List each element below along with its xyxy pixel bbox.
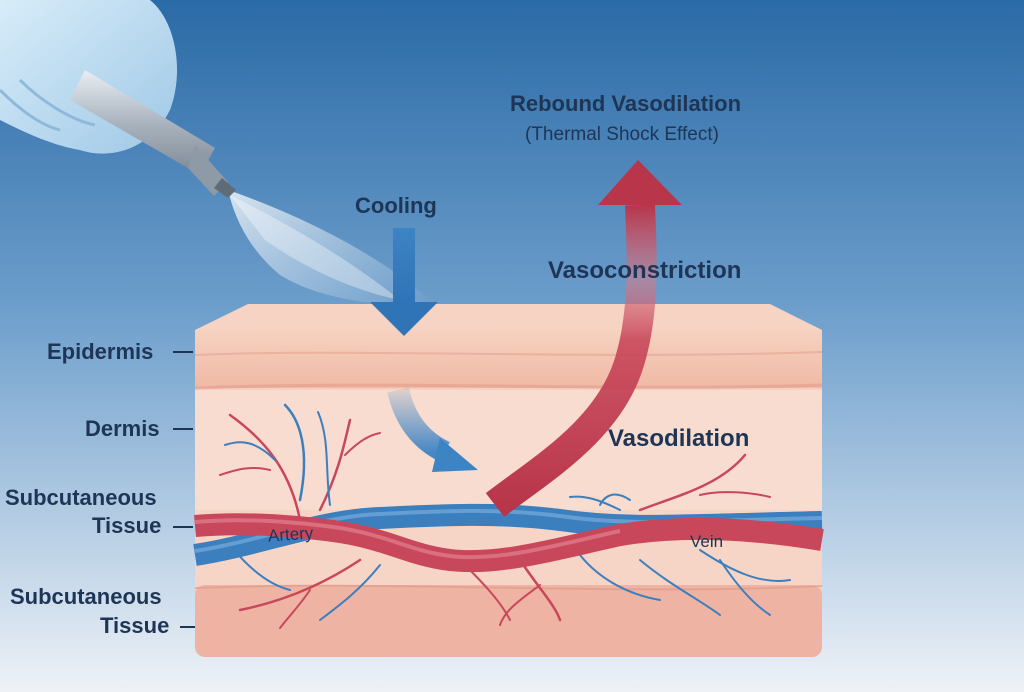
cooling-arrow-shaft	[393, 228, 415, 304]
subcutaneous-label-1-line2: Tissue	[92, 513, 162, 538]
epidermis-label: Epidermis	[47, 339, 154, 364]
epidermis-layer	[195, 330, 822, 388]
cooling-mist-inner	[230, 195, 400, 300]
cooling-label: Cooling	[355, 193, 437, 218]
deep-layer	[195, 585, 822, 657]
spray-can-icon	[70, 70, 236, 198]
artery-vessel	[194, 513, 824, 573]
subcutaneous-label-2-line1: Subcutaneous	[10, 584, 162, 609]
vasodilation-label: Vasodilation	[608, 425, 750, 452]
dermis-label: Dermis	[85, 416, 160, 441]
vasoconstriction-label: Vasoconstriction	[548, 257, 742, 284]
cooling-curved-arrowhead	[432, 438, 478, 472]
thermal-shock-subtitle: (Thermal Shock Effect)	[525, 124, 719, 145]
subcutaneous-label-1-line1: Subcutaneous	[5, 485, 157, 510]
artery-label: Artery	[267, 523, 314, 546]
cooling-arrowhead	[370, 302, 438, 336]
subcutaneous-label-2-line2: Tissue	[100, 613, 170, 638]
capillaries	[219, 403, 791, 629]
rebound-arrow-shaft	[485, 204, 657, 517]
label-ticks	[173, 351, 195, 628]
vein-label: Vein	[690, 532, 724, 551]
rebound-arrowhead	[598, 160, 682, 205]
rebound-vasodilation-title: Rebound Vasodilation	[510, 91, 742, 116]
cooling-mist	[228, 190, 430, 304]
